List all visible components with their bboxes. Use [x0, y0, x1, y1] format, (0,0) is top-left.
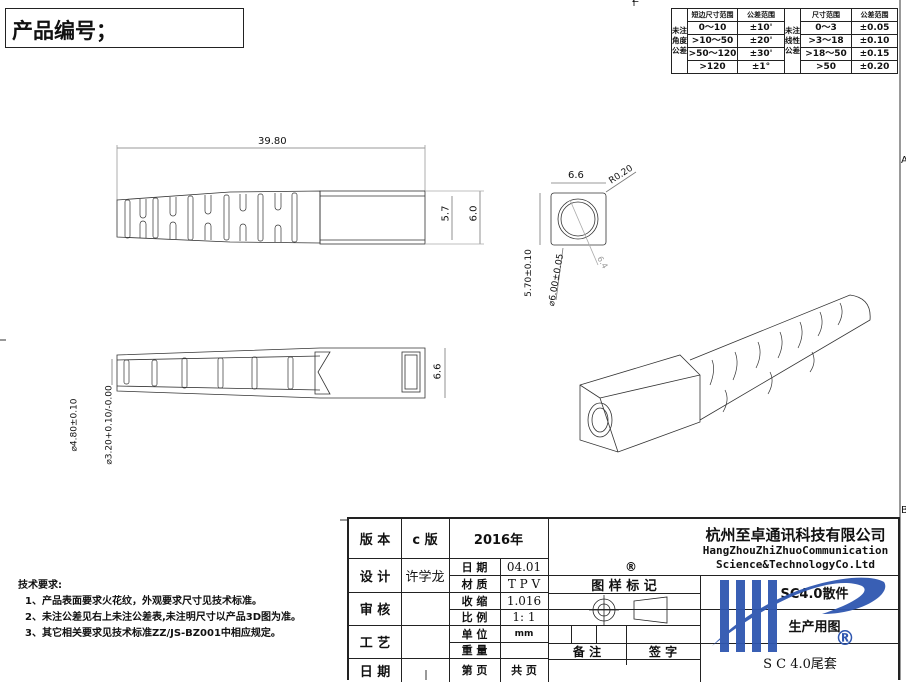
cell: ±0.05	[851, 21, 898, 35]
title-block: 版 本 c 版 2016年 设 计 许学龙 审 核 工 艺 日 期 日 期 04…	[347, 517, 900, 682]
version-label: 版 本	[359, 533, 391, 548]
frame-mark-a: A	[901, 155, 906, 166]
requirements-title: 技术要求:	[18, 580, 62, 591]
total-pages-key: 共 页	[511, 664, 537, 677]
design-label: 设 计	[359, 569, 391, 585]
remark-label: 备 注	[572, 644, 602, 659]
frame-mark-top: Z	[632, 0, 639, 5]
requirement-item: 3、其它相关要求见技术标准ZZ/JS-BZ001中相应规定。	[25, 628, 281, 639]
logo-registered-mark: ®	[835, 626, 855, 650]
side-view-bottom	[111, 347, 446, 399]
product-number-box: 产品编号；	[5, 8, 244, 48]
cell: >50	[800, 60, 852, 74]
sign-label: 签 字	[648, 644, 678, 659]
dim-length: 39.80	[258, 136, 287, 147]
date-value: 04.01	[506, 560, 542, 574]
table-row: >10～50±20'>3～18±0.10	[672, 34, 898, 48]
projection-symbol-icon	[589, 595, 668, 625]
cell: ±0.20	[851, 60, 898, 74]
dim-6-0: 6.0	[468, 205, 480, 222]
frame-mark-b: B	[901, 505, 906, 516]
shrink-key: 收 缩	[461, 594, 488, 608]
usage: 生产用图	[788, 620, 841, 635]
part-name: S C 4.0尾套	[763, 657, 837, 672]
unit-key: 单 位	[461, 627, 488, 641]
side-view-top	[116, 145, 484, 245]
technical-requirements: 技术要求: 1、产品表面要求火花纹，外观要求尺寸见技术标准。 2、未注公差见右上…	[18, 578, 301, 642]
dim-end-width: 6.6	[568, 170, 584, 181]
table-row: 0～10±10'0～3±0.05	[672, 21, 898, 35]
dim-end-height: 5.70±0.10	[523, 249, 534, 297]
company-logo	[712, 577, 886, 652]
scale-key: 比 例	[461, 611, 488, 624]
review-label: 审 核	[359, 603, 391, 618]
process-label: 工 艺	[359, 636, 391, 651]
shrink-value: 1.016	[506, 593, 542, 608]
tolerance-table: 未注角度公差 短边尺寸范围 公差范围 未注线性公差 尺寸范围 公差范围 0～10…	[671, 8, 898, 74]
material-key: 材 质	[461, 577, 488, 591]
page-key: 第 页	[461, 664, 488, 677]
date-label: 日 期	[359, 664, 391, 680]
drawing-mark-label: 图 样 标 记	[591, 578, 657, 594]
col-header: 公差范围	[851, 8, 898, 22]
angle-tolerance-label: 未注角度公差	[671, 8, 688, 74]
company-name-en-2: Science&TechnologyCo.Ltd	[716, 557, 875, 571]
designer: 许学龙	[405, 569, 445, 585]
dim-inner-dia: ⌀3.20+0.10/-0.00	[104, 385, 115, 465]
company-name-cn: 杭州至卓通讯科技有限公司	[705, 525, 886, 544]
requirement-item: 2、未注公差见右上未注公差表,未注明尺寸以产品3D图为准。	[25, 612, 302, 623]
part-set: SC4.0散件	[780, 587, 849, 602]
table-row: >50～120±30'>18～50±0.15	[672, 47, 898, 61]
unit-value: mm	[514, 628, 534, 639]
registered-mark: ®	[625, 560, 637, 574]
technical-drawing	[111, 145, 871, 453]
dim-6-6: 6.6	[432, 363, 444, 380]
cell: ±1°	[737, 60, 785, 74]
isometric-view	[579, 294, 871, 453]
requirement-item: 1、产品表面要求火花纹，外观要求尺寸见技术标准。	[25, 596, 262, 607]
material-value: T P V	[507, 576, 541, 591]
date-key: 日 期	[461, 561, 488, 574]
dim-outer-dia: ⌀4.80±0.10	[69, 398, 80, 452]
dim-5-7: 5.7	[440, 205, 452, 222]
scale-value: 1: 1	[512, 610, 536, 624]
end-view	[539, 171, 637, 301]
year: 2016年	[473, 533, 524, 548]
version-value: c 版	[412, 533, 438, 548]
weight-key: 重 量	[461, 644, 488, 657]
company-name-en-1: HangZhouZhiZhuoCommunication	[702, 543, 889, 557]
table-row: >120±1°>50±0.20	[672, 60, 898, 74]
